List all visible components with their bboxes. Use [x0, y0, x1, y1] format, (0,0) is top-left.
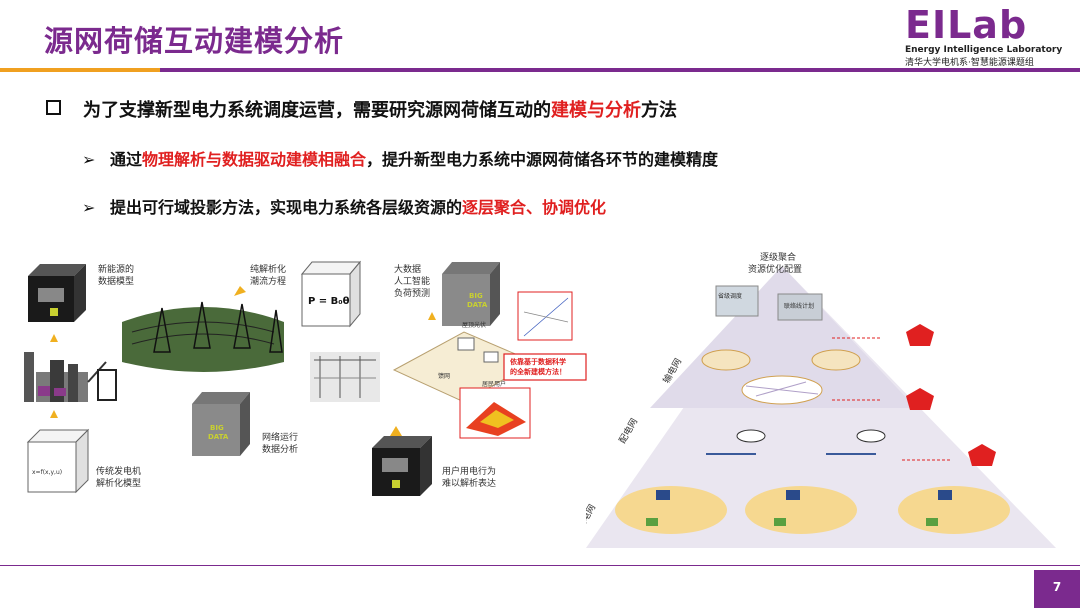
pentagon-icon — [968, 444, 996, 466]
microgrid — [898, 486, 1010, 534]
red-note-text: 依靠基于数据科学的全新建模方法！ — [510, 357, 566, 376]
page-number: 7 — [1034, 570, 1080, 608]
logo-english: Energy Intelligence Laboratory — [905, 45, 1063, 55]
pyramid-title: 逐级聚合资源优化配置 — [748, 251, 802, 275]
label-user-behavior: 用户用电行为难以解析表达 — [442, 465, 496, 489]
transmission-towers — [122, 301, 284, 372]
black-box-icon — [28, 264, 86, 322]
label-feeder: 馈网 — [438, 372, 450, 380]
label-new-energy: 新能源的数据模型 — [98, 263, 134, 287]
lab-logo: EILab Energy Intelligence Laboratory 清华大… — [905, 3, 1077, 68]
header-rule-accent — [0, 68, 160, 72]
logo-chinese: 清华大学电机系·智慧能源课题组 — [905, 58, 1034, 68]
logo-mark: EILab — [905, 3, 1028, 47]
sub1-highlight: 物理解析与数据驱动建模相融合 — [142, 150, 367, 169]
white-box-icon — [26, 428, 90, 494]
sub-bullet-2: ➢提出可行域投影方法，实现电力系统各层级资源的逐层聚合、协调优化 — [82, 198, 607, 217]
label-network-ops: 网络运行数据分析 — [262, 431, 298, 455]
surface-thumbnail — [459, 387, 531, 439]
bigdata-box-icon — [192, 392, 250, 456]
modeling-figure: x=f(x,y,u) 新能源的数据模型 传统发电机解析化模型 纯解析化潮流方程 … — [24, 260, 587, 496]
bigdata-box-icon — [442, 262, 500, 326]
formula-text: P = B₀θ — [308, 296, 350, 307]
aggregation-pyramid-figure: 逐级聚合资源优化配置 省级调度 联络线计划 输电网 配电网 微电网 — [586, 251, 1056, 548]
sub-bullet-1: ➢通过物理解析与数据驱动建模相融合，提升新型电力系统中源网荷储各环节的建模精度 — [82, 150, 719, 169]
joint-plan-label: 联络线计划 — [784, 302, 814, 310]
bullet-square-icon — [46, 100, 61, 115]
scatter-thumbnail — [517, 291, 573, 341]
main-highlight: 建模与分析 — [551, 100, 641, 121]
label-roof-pv: 屋顶光伏 — [462, 321, 486, 329]
pentagon-icon — [906, 324, 934, 346]
gen-equation: x=f(x,y,u) — [32, 469, 62, 476]
page-title: 源网荷储互动建模分析 — [44, 24, 345, 58]
label-pure-analytic: 纯解析化潮流方程 — [250, 263, 286, 287]
footer-rule — [0, 565, 1080, 566]
joint-plan-box — [777, 293, 823, 321]
microgrid — [745, 486, 857, 534]
red-note-box — [503, 353, 587, 381]
arrow-bullet-icon: ➢ — [82, 150, 96, 169]
pentagon-icon — [906, 388, 934, 410]
label-bigdata-ai: 大数据人工智能负荷预测 — [394, 263, 430, 299]
header-rule — [0, 68, 1080, 72]
central-plan-label: 省级调度 — [718, 292, 742, 300]
level-distribution: 配电网 — [616, 416, 640, 445]
microgrid — [615, 486, 727, 534]
power-plant-illustration — [24, 352, 117, 402]
arrow-bullet-icon: ➢ — [82, 198, 96, 217]
central-plan-box — [715, 285, 759, 317]
level-microgrid: 微电网 — [586, 502, 598, 531]
white-box-icon — [300, 260, 362, 328]
black-box-icon — [372, 436, 432, 496]
label-household: 居民用户 — [482, 380, 506, 388]
substation-illustration — [310, 352, 380, 402]
sub2-highlight: 逐层聚合、协调优化 — [462, 198, 607, 217]
main-bullet: 为了支撑新型电力系统调度运营，需要研究源网荷储互动的建模与分析方法 — [46, 96, 677, 122]
label-traditional-gen: 传统发电机解析化模型 — [96, 465, 141, 489]
